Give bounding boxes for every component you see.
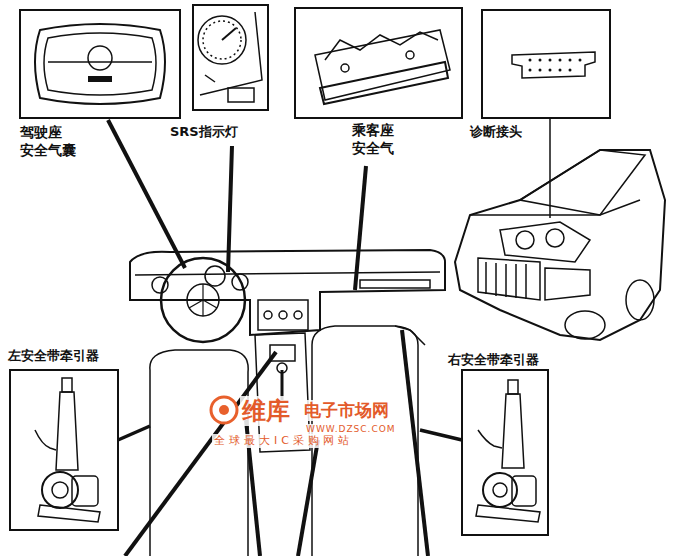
- leader-line: [549, 118, 551, 218]
- emblem: [88, 46, 112, 70]
- cluster-detail: [205, 75, 215, 82]
- inset-frame: [295, 8, 462, 118]
- watermark: 电子市场网: [302, 400, 391, 421]
- gauge-scale: [203, 21, 241, 59]
- inset-frame: [20, 10, 180, 118]
- module-door: [320, 62, 448, 104]
- part-label: 驾驶座 安全气囊: [20, 124, 82, 159]
- seatbelt-retractor: [476, 380, 540, 522]
- airbag-pad-inner: [44, 33, 156, 95]
- part-label: SRS指示灯: [170, 124, 238, 140]
- watermark: 全球最大IC采购网站: [212, 434, 355, 448]
- watermark-logo: [211, 397, 237, 423]
- leader-line: [420, 430, 462, 440]
- connector-pins: [529, 59, 582, 72]
- srs-lamp: [228, 88, 254, 102]
- car-front-view: [455, 150, 665, 340]
- steering-wheel: [161, 258, 245, 342]
- airbag-pad: [35, 24, 165, 104]
- seatbelt-retractor: [35, 378, 100, 522]
- bolt: [406, 51, 414, 59]
- pad-mark: [88, 76, 112, 82]
- watermark: 维库: [240, 396, 292, 426]
- pad-seam: [48, 61, 152, 63]
- leader-lines: [108, 120, 428, 556]
- part-label: 乘客座 安全气: [352, 122, 404, 157]
- cluster-edge: [200, 12, 262, 95]
- inset-frame: [462, 370, 548, 535]
- bolt: [341, 64, 349, 72]
- inset-frame: [482, 10, 610, 118]
- seat-edge: [395, 326, 425, 345]
- diagnostic-connector: [512, 52, 595, 78]
- gauge-needle: [222, 28, 236, 40]
- inset-frame: [10, 370, 118, 530]
- part-label: 诊断接头: [470, 124, 522, 140]
- gauge: [198, 16, 246, 64]
- dashboard: [130, 250, 445, 452]
- part-label: 右安全带牵引器: [448, 352, 539, 368]
- inset-frame: [193, 5, 268, 110]
- part-label: 左安全带牵引器: [8, 348, 99, 364]
- module-bracket: [325, 32, 438, 60]
- leader-line: [118, 426, 150, 440]
